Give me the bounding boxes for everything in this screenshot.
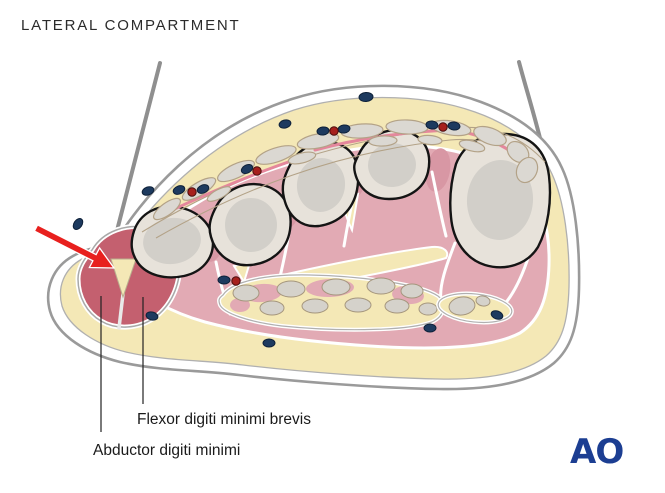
label-abductor-digiti-minimi: Abductor digiti minimi	[93, 442, 241, 459]
flexor-tendon-sheath	[217, 272, 446, 332]
leg-outline-lines	[110, 60, 543, 252]
bone-marrow-centers	[143, 142, 534, 265]
intermuscular-septum	[117, 292, 125, 330]
leader-lines	[100, 296, 144, 432]
arteries	[187, 122, 448, 286]
page-title: LATERAL COMPARTMENT	[21, 17, 241, 34]
ao-logo: AO	[570, 432, 623, 472]
fat-wedge-lateral	[110, 258, 137, 299]
veins	[72, 91, 504, 348]
label-flexor-digiti-minimi-brevis: Flexor digiti minimi brevis	[137, 411, 311, 428]
extensor-tendons	[152, 119, 539, 221]
pointer-arrow	[33, 224, 116, 269]
flexor-tendons	[232, 277, 438, 316]
